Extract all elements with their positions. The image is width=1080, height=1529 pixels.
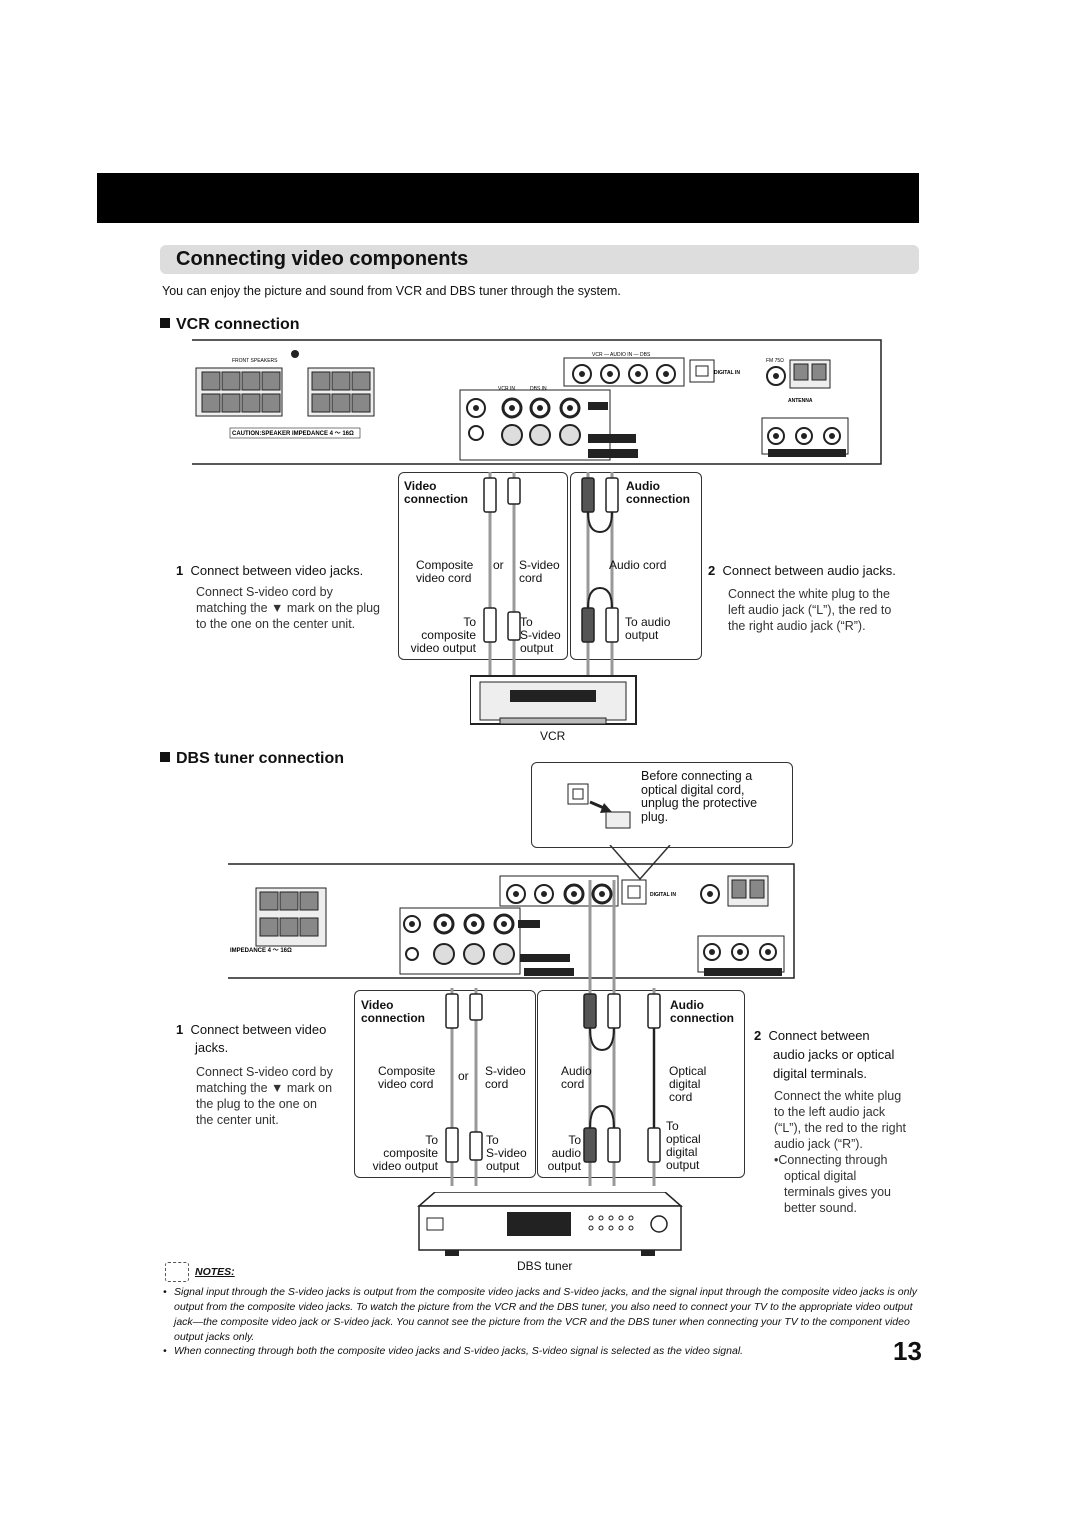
dbs-step2-bullet: •Connecting through optical digital term… xyxy=(774,1153,891,1215)
note-bullet-1: • xyxy=(163,1286,167,1298)
impedance-label: IMPEDANCE 4 〜 16Ω xyxy=(230,948,292,954)
vcr-heading-text: VCR connection xyxy=(176,316,300,333)
vcr-rear-panel-diagram: FRONT SPEAKERS CAUTION:SPEAKER IMPEDANCE… xyxy=(192,339,882,465)
dbs-or-label: or xyxy=(458,1069,469,1083)
notes-pencil-icon xyxy=(165,1262,189,1282)
vcr-device-label: VCR xyxy=(540,729,566,743)
dbs-device-label: DBS tuner xyxy=(517,1259,573,1273)
vcr-step1: 1 Connect between video jacks. xyxy=(176,563,364,578)
vcr-in-label: VCR IN xyxy=(498,386,515,392)
note-item-1: Signal input through the S-video jacks i… xyxy=(174,1286,917,1343)
dbs-cable-drawings xyxy=(445,880,661,1186)
dbs-callout-box xyxy=(531,762,793,848)
dbs-digital-in-label: DIGITAL IN xyxy=(650,892,676,898)
header-black-bar xyxy=(97,173,919,223)
front-speakers-label: FRONT SPEAKERS xyxy=(232,358,278,364)
intro-text: You can enjoy the picture and sound from… xyxy=(162,284,621,298)
vcr-audio-cord-label: Audio cord xyxy=(609,558,667,572)
dbs-audio-connection-box xyxy=(537,990,745,1178)
audio-in-label: VCR — AUDIO IN — DBS xyxy=(592,352,651,358)
antenna-label: ANTENNA xyxy=(788,398,813,404)
caution-label: CAUTION:SPEAKER IMPEDANCE 4 〜 16Ω xyxy=(232,431,354,437)
vcr-step2: 2 Connect between audio jacks. xyxy=(708,563,896,578)
notes-label: NOTES: xyxy=(195,1266,235,1278)
dbs-tuner-device xyxy=(417,1192,683,1256)
vcr-heading: VCR connection xyxy=(160,316,300,334)
square-bullet-icon xyxy=(160,752,170,762)
dbs-step1: 1 Connect between video jacks. xyxy=(176,1022,327,1055)
fm-label: FM 75Ω xyxy=(766,358,784,364)
callout-pointer xyxy=(609,845,671,881)
dbs-rear-panel-diagram: IMPEDANCE 4 〜 16Ω DIGITAL IN xyxy=(228,863,795,979)
dbs-step2: 2 Connect between audio jacks or optical… xyxy=(754,1028,895,1081)
optical-plug-icon xyxy=(567,783,631,829)
page-title: Connecting video components xyxy=(176,248,469,270)
vcr-video-connection-box xyxy=(398,472,568,660)
dbs-in-label: DBS IN xyxy=(530,386,547,392)
vcr-cable-drawings xyxy=(470,472,637,725)
square-bullet-icon xyxy=(160,318,170,328)
page-number: 13 xyxy=(893,1336,922,1366)
dbs-heading-text: DBS tuner connection xyxy=(176,750,345,767)
note-item-2: When connecting through both the composi… xyxy=(174,1345,744,1357)
note-bullet-2: • xyxy=(163,1345,167,1357)
vcr-or-label: or xyxy=(493,558,504,572)
section-title-bar xyxy=(160,245,919,274)
digital-in-label: DIGITAL IN xyxy=(714,370,740,376)
dbs-video-connection-box xyxy=(354,990,536,1178)
dbs-heading: DBS tuner connection xyxy=(160,750,344,768)
